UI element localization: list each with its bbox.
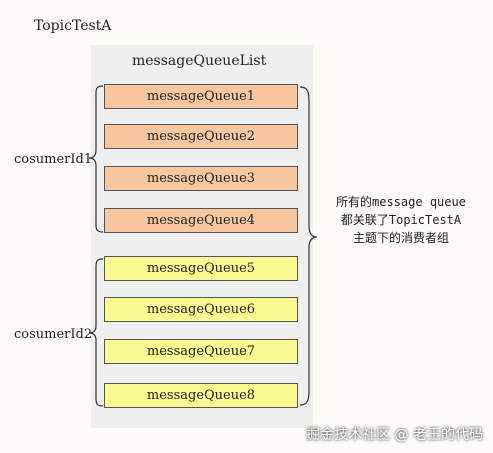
consumer-label-1: cosumerId1	[14, 152, 93, 167]
message-queue-8: messageQueue8	[104, 383, 298, 408]
note-line-2: 都关联了TopicTestA	[340, 213, 462, 227]
consumer-label-2: cosumerId2	[14, 327, 93, 342]
message-queue-list-title: messageQueueList	[132, 53, 267, 69]
message-queue-4: messageQueue4	[104, 208, 298, 233]
message-queue-5: messageQueue5	[104, 256, 298, 281]
note-line-1: 所有的message queue	[336, 195, 466, 209]
message-queue-2: messageQueue2	[104, 124, 298, 149]
watermark: 掘金技术社区 @ 老王的代码	[306, 427, 483, 443]
message-queue-3: messageQueue3	[104, 166, 298, 191]
note-line-3: 主题下的消费者组	[352, 231, 449, 245]
message-queue-7: messageQueue7	[104, 339, 298, 364]
topic-title: TopicTestA	[34, 18, 112, 34]
association-note: 所有的message queue 都关联了TopicTestA 主题下的消费者组	[326, 193, 476, 247]
message-queue-6: messageQueue6	[104, 297, 298, 322]
message-queue-1: messageQueue1	[104, 84, 298, 109]
